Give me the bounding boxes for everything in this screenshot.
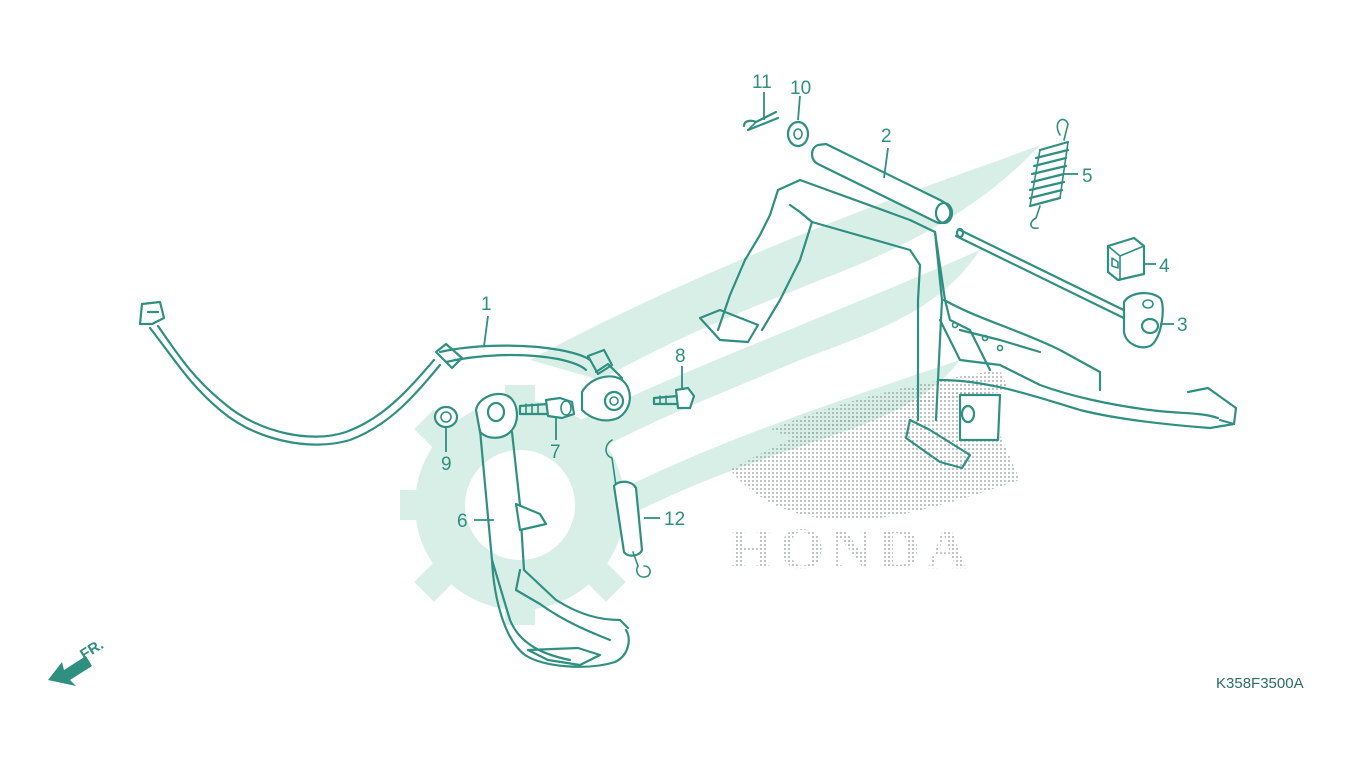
front-direction-indicator: FR. [48, 636, 107, 686]
callout-10: 10 [790, 78, 811, 99]
callout-6: 6 [457, 511, 468, 532]
callout-12: 12 [664, 509, 685, 530]
diagram-code: K358F3500A [1216, 675, 1304, 692]
part-pivot-bolt [518, 396, 576, 420]
front-arrow-icon [48, 656, 92, 686]
callout-8: 8 [675, 346, 686, 367]
callout-11: 11 [752, 72, 772, 93]
callout-4: 4 [1159, 256, 1170, 277]
callout-5: 5 [1082, 166, 1093, 187]
part-washer [786, 120, 810, 148]
honda-wordmark: HONDA [728, 516, 974, 581]
watermark: HONDA [400, 145, 1040, 625]
part-cotter-pin [742, 110, 780, 132]
part-side-stand-switch-cable [138, 300, 631, 446]
part-bolt [652, 386, 696, 410]
honda-wing-icon [530, 145, 1040, 520]
callout-7: 7 [550, 442, 561, 463]
callout-numbers: 1 2 3 4 5 6 7 8 9 10 11 12 [441, 72, 1188, 532]
callout-9: 9 [441, 454, 452, 475]
leader-lines [445, 92, 1174, 521]
part-collar [433, 405, 459, 429]
callout-2: 2 [881, 126, 892, 147]
callout-3: 3 [1177, 315, 1188, 336]
callout-1: 1 [481, 294, 492, 315]
part-stopper-rubber [1106, 236, 1146, 282]
part-main-stand [698, 142, 1238, 470]
part-side-stand [474, 392, 630, 668]
part-main-stand-pivot-shaft [954, 227, 1164, 349]
part-side-stand-spring [605, 439, 651, 578]
part-main-stand-spring [1028, 118, 1070, 230]
